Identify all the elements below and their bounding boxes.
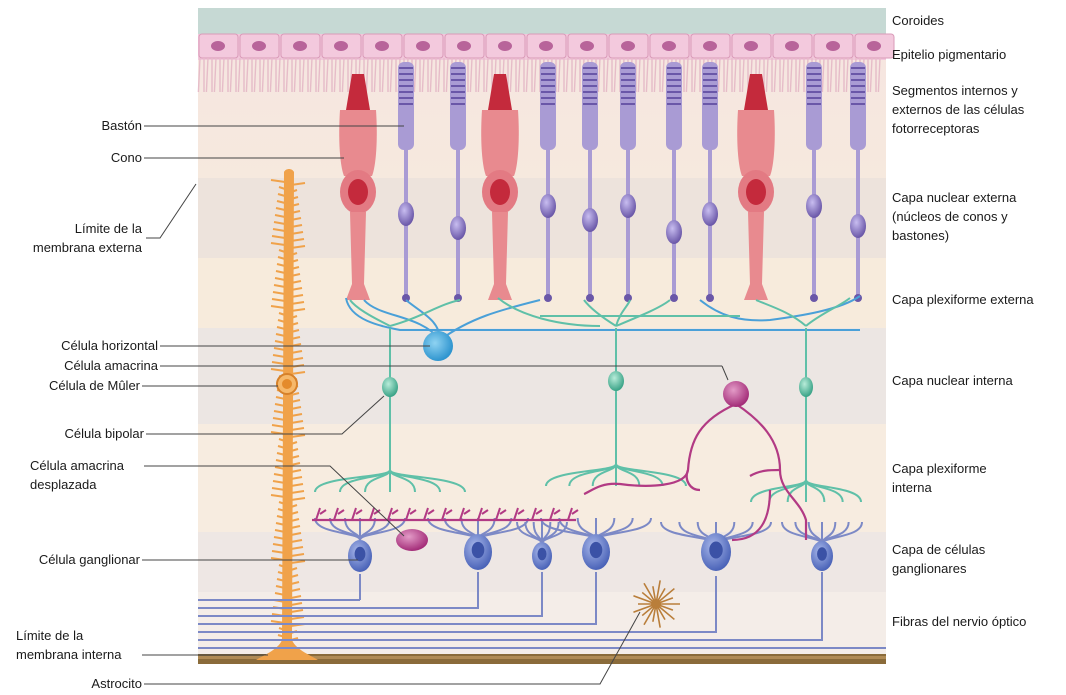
choroid-layer: [198, 8, 886, 36]
label-celula-amacrina-desplazada: Célula amacrina desplazada: [30, 456, 124, 494]
pigment-nucleus: [375, 41, 389, 51]
label-celula-ganglionar: Célula ganglionar: [39, 550, 140, 569]
label-coroides: Coroides: [892, 11, 944, 30]
amacrine-soma: [723, 381, 749, 407]
label-astrocito: Astrocito: [91, 674, 142, 693]
ganglion-cell: [701, 533, 731, 571]
label-baston: Bastón: [102, 116, 142, 135]
label-epitelio-pigmentario: Epitelio pigmentario: [892, 45, 1006, 64]
ganglion-cell: [582, 534, 610, 570]
ganglion-cell: [464, 534, 492, 570]
pigment-nucleus: [252, 41, 266, 51]
ganglion-cell: [811, 541, 833, 571]
pigment-nucleus: [621, 41, 635, 51]
label-capa-nuclear-interna: Capa nuclear interna: [892, 371, 1013, 390]
ganglion-cell: [348, 540, 372, 572]
pigment-nucleus: [498, 41, 512, 51]
label-celula-horizontal: Célula horizontal: [61, 336, 158, 355]
pigment-nucleus: [744, 41, 758, 51]
ganglion-cell: [532, 542, 552, 570]
pigment-nucleus: [703, 41, 717, 51]
label-capa-plexiforme-interna: Capa plexiforme interna: [892, 459, 987, 497]
pigment-nucleus: [211, 41, 225, 51]
label-capa-nuclear-externa: Capa nuclear externa (núcleos de conos y…: [892, 188, 1016, 245]
label-capa-celulas-ganglionares: Capa de células ganglionares: [892, 540, 985, 578]
label-fibras-nervio-optico: Fibras del nervio óptico: [892, 612, 1026, 631]
pigment-nucleus: [785, 41, 799, 51]
pigment-nucleus: [539, 41, 553, 51]
label-limite-membrana-interna: Límite de la membrana interna: [16, 626, 122, 664]
label-celula-bipolar: Célula bipolar: [65, 424, 145, 443]
outer-nuclear-layer: [198, 178, 886, 260]
pigment-nucleus: [867, 41, 881, 51]
label-celula-muller: Célula de Mûler: [49, 376, 140, 395]
pigment-cells: [199, 34, 894, 58]
pigment-nucleus: [416, 41, 430, 51]
label-cono: Cono: [111, 148, 142, 167]
label-limite-membrana-externa: Límite de la membrana externa: [33, 219, 142, 257]
pigment-nucleus: [334, 41, 348, 51]
label-segmentos-fotorreceptoras: Segmentos internos y externos de las cél…: [892, 81, 1024, 138]
label-capa-plexiforme-externa: Capa plexiforme externa: [892, 290, 1034, 309]
pigment-nucleus: [662, 41, 676, 51]
inner-nuclear-layer: [198, 328, 886, 424]
pigment-nucleus: [580, 41, 594, 51]
pigment-nucleus: [826, 41, 840, 51]
pigment-nucleus: [457, 41, 471, 51]
pigment-nucleus: [293, 41, 307, 51]
label-celula-amacrina: Célula amacrina: [64, 356, 158, 375]
